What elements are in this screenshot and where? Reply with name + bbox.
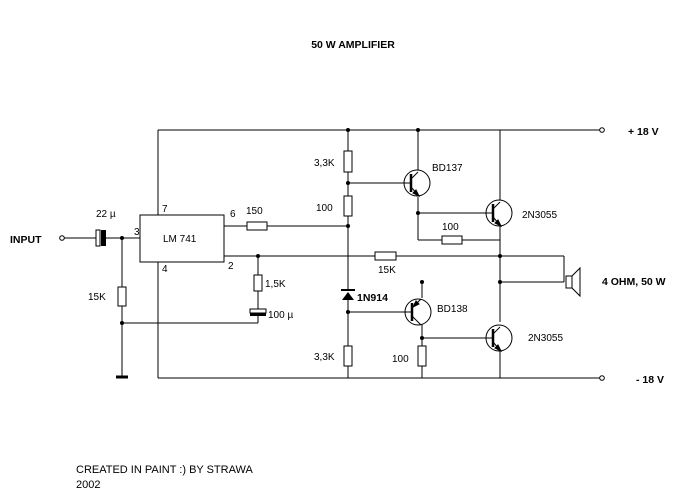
resistor-bd137-100 xyxy=(441,235,463,245)
transistor-2n3055-upper xyxy=(485,199,513,228)
negative-rail-terminal xyxy=(599,375,605,381)
resistor-150 xyxy=(246,221,268,231)
diagram-title: 50 W AMPLIFIER xyxy=(311,39,395,51)
speaker-label: 4 OHM, 50 W xyxy=(602,276,666,288)
negative-rail-label: - 18 V xyxy=(636,374,664,386)
resistor-input-15k xyxy=(117,286,127,307)
resistor-mid-100 xyxy=(343,195,353,217)
2n3055-lower-label: 2N3055 xyxy=(528,333,563,344)
capacitor-feedback xyxy=(249,308,267,316)
resistor-top-3-3k xyxy=(343,150,353,173)
capacitor-input xyxy=(95,229,106,247)
footer-year: 2002 xyxy=(76,479,100,491)
opamp-body xyxy=(139,214,225,263)
resistor-1-5k xyxy=(253,274,263,292)
resistor-150-label: 150 xyxy=(246,206,263,217)
resistor-bottom-3-3k-label: 3,3K xyxy=(314,352,335,363)
transistor-bd138 xyxy=(404,298,432,326)
resistor-loop-15k xyxy=(374,251,397,261)
opamp-pin-4: 4 xyxy=(162,264,168,275)
diode-label: 1N914 xyxy=(357,292,388,304)
opamp-pin-3: 3 xyxy=(134,227,140,238)
resistor-top-3-3k-label: 3,3K xyxy=(314,158,335,169)
resistor-mid-100-label: 100 xyxy=(316,203,333,214)
wires xyxy=(64,129,600,379)
opamp-pin-7: 7 xyxy=(162,204,168,215)
input-cap-label: 22 µ xyxy=(96,209,116,220)
input-terminal xyxy=(59,235,65,241)
opamp-label: LM 741 xyxy=(163,234,197,245)
positive-rail-terminal xyxy=(599,127,605,133)
speaker-icon xyxy=(565,266,581,298)
transistor-bd137 xyxy=(403,169,431,198)
resistor-bd137-100-label: 100 xyxy=(442,222,459,233)
bd137-label: BD137 xyxy=(432,163,463,174)
input-label: INPUT xyxy=(10,234,42,246)
junction-dots xyxy=(120,128,502,340)
transistor-2n3055-lower xyxy=(485,324,513,353)
2n3055-upper-label: 2N3055 xyxy=(522,210,557,221)
capacitor-feedback-label: 100 µ xyxy=(268,310,293,321)
resistor-bottom-3-3k xyxy=(343,345,353,367)
footer-credit: CREATED IN PAINT :) BY STRAWA xyxy=(76,464,254,476)
resistor-bd138-100 xyxy=(417,345,427,367)
diode-1n914 xyxy=(341,289,355,300)
input-resistor-label: 15K xyxy=(88,292,106,303)
bd138-label: BD138 xyxy=(437,304,468,315)
resistor-loop-15k-label: 15K xyxy=(378,265,396,276)
resistor-bd138-100-label: 100 xyxy=(392,354,409,365)
opamp-pin-2: 2 xyxy=(228,261,234,272)
resistor-1-5k-label: 1,5K xyxy=(265,279,286,290)
positive-rail-label: + 18 V xyxy=(628,126,659,138)
opamp-pin-6: 6 xyxy=(230,209,236,220)
